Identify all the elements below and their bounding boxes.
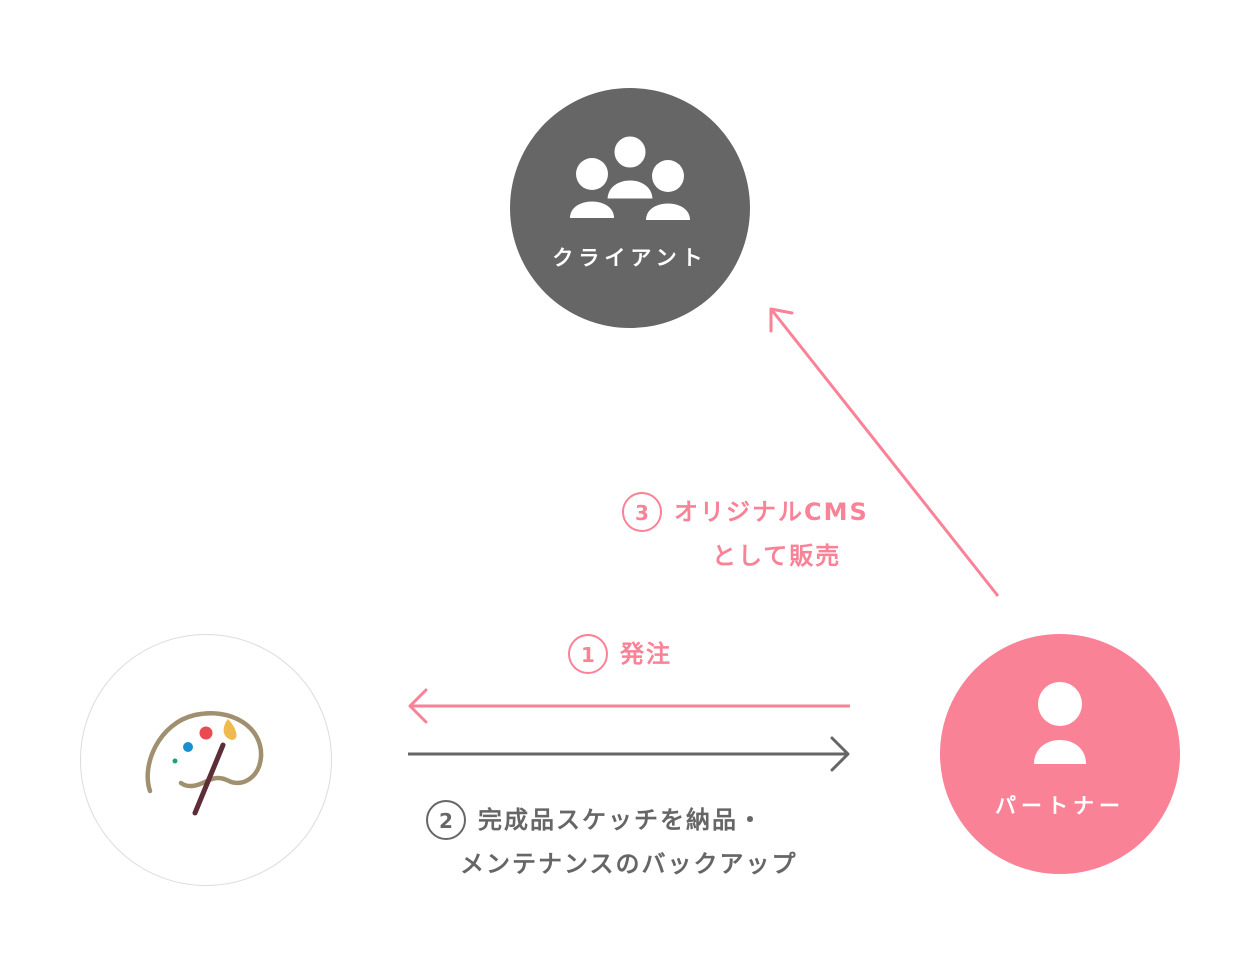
step-deliver-line1: 完成品スケッチを納品・ xyxy=(478,806,764,834)
arrow-order xyxy=(408,688,850,724)
step-order-text: 発注 xyxy=(620,640,672,668)
step-order: 1 発注 xyxy=(568,631,672,676)
step-sell: 3 オリジナルCMS として販売 xyxy=(622,489,869,578)
step-deliver-line2: メンテナンスのバックアップ xyxy=(460,850,798,878)
client-label: クライアント xyxy=(552,246,708,270)
step-order-number: 1 xyxy=(568,634,608,674)
step-deliver-number: 2 xyxy=(426,800,466,840)
arrow-sell xyxy=(769,307,1000,597)
user-icon xyxy=(1034,682,1086,764)
step-sell-line1: オリジナルCMS xyxy=(674,498,869,526)
palette-brush-icon xyxy=(145,711,264,816)
step-deliver: 2 完成品スケッチを納品・ メンテナンスのバックアップ xyxy=(426,797,798,886)
arrow-deliver xyxy=(408,736,850,772)
client-node: クライアント xyxy=(510,88,750,328)
users-group-icon xyxy=(570,134,690,220)
step-sell-number: 3 xyxy=(622,492,662,532)
partner-node: パートナー xyxy=(940,634,1180,874)
partner-label: パートナー xyxy=(995,794,1125,818)
designer-node xyxy=(80,634,332,886)
step-sell-line2: として販売 xyxy=(712,542,842,570)
